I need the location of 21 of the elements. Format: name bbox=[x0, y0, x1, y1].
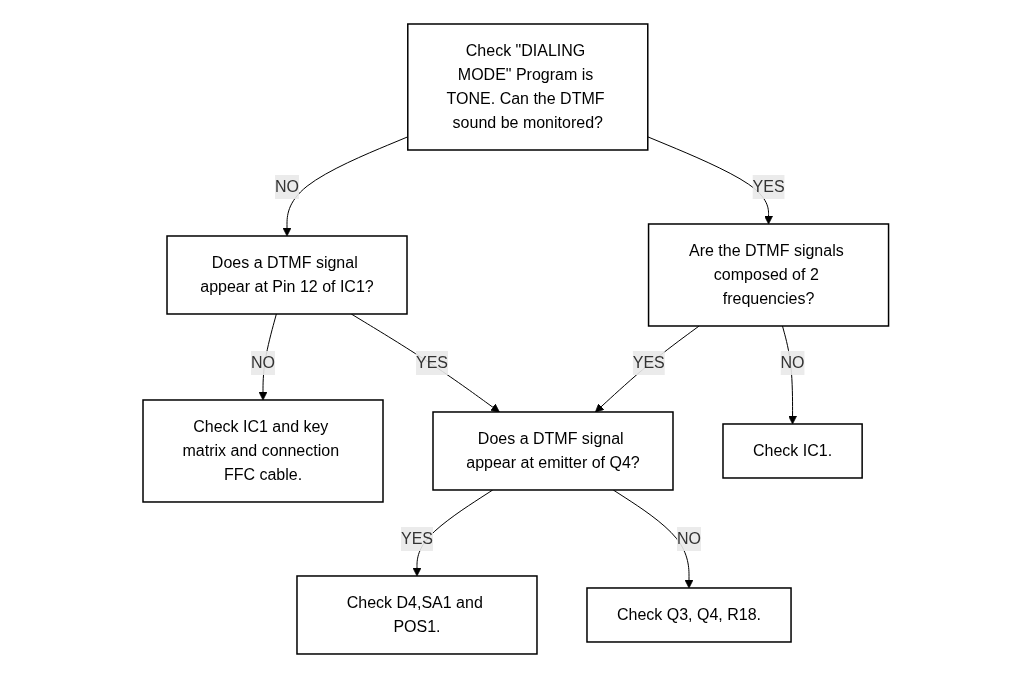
node-box: Check IC1 and key matrix and connection FFC cable. bbox=[142, 399, 384, 503]
arrow bbox=[282, 136, 408, 237]
node-box: Check "DIALING MODE" Program is TONE. Can the DTMF sound be monitored? bbox=[406, 23, 649, 151]
edge-label: NO bbox=[676, 529, 701, 547]
node-box: Check D4,SA1 and POS1. bbox=[295, 575, 538, 655]
edge-label: YES bbox=[752, 178, 785, 195]
node-box: Does a DTMF signal appear at emitter of Q4? bbox=[431, 411, 674, 491]
node-box: Check Q3, Q4, R18. bbox=[585, 587, 792, 643]
node-box: Are the DTMF signals composed of 2 frequencies? bbox=[647, 223, 889, 327]
edge-label: NO bbox=[780, 353, 805, 371]
edge-label: NO bbox=[250, 353, 275, 371]
arrow bbox=[612, 489, 694, 589]
node-box: Check IC1. bbox=[721, 423, 863, 479]
edge-label: YES bbox=[632, 353, 665, 371]
arrow bbox=[350, 313, 500, 413]
node-box: Does a DTMF signal appear at Pin 12 of IC1? bbox=[166, 235, 408, 315]
arrow bbox=[594, 325, 700, 413]
edge-label: NO bbox=[274, 178, 299, 195]
edge-label: YES bbox=[400, 529, 433, 547]
edge-label: YES bbox=[415, 353, 448, 371]
arrow bbox=[647, 136, 773, 225]
